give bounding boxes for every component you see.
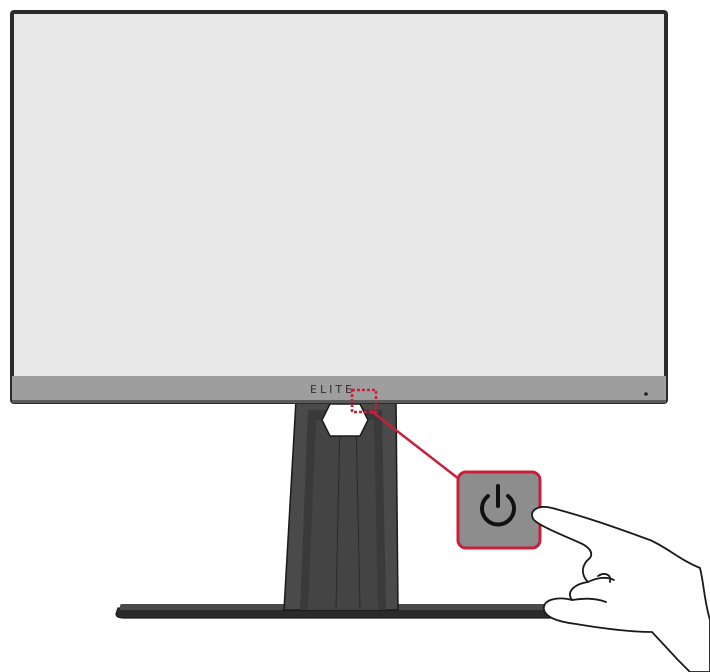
power-icon bbox=[480, 484, 516, 527]
monitor-stand bbox=[283, 399, 399, 611]
monitor-display: ELITE bbox=[10, 10, 668, 404]
power-button-callout bbox=[456, 470, 542, 550]
brand-label: ELITE bbox=[310, 383, 355, 396]
power-led bbox=[644, 392, 648, 396]
monitor-screen bbox=[14, 14, 664, 376]
power-button-highlight bbox=[350, 388, 469, 487]
pointing-hand-icon bbox=[531, 506, 710, 672]
monitor-chin bbox=[12, 376, 666, 402]
cable-management-hole bbox=[321, 403, 369, 437]
